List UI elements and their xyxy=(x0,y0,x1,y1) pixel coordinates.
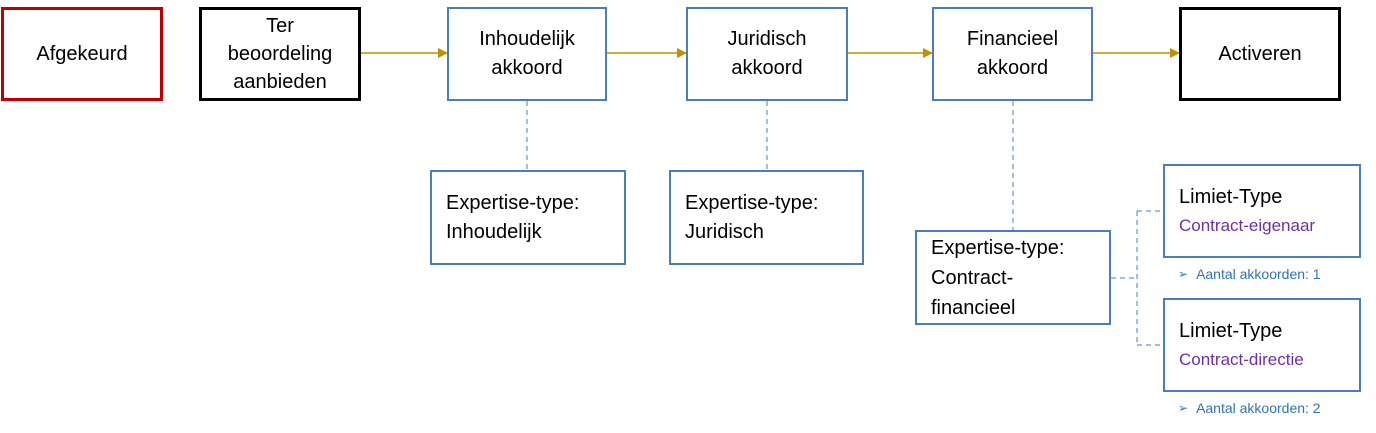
expertise-inhoudelijk-box: Expertise-type: Inhoudelijk xyxy=(430,170,626,265)
arrow-bullet-icon: ➢ xyxy=(1178,267,1189,281)
state-inhoudelijk-line-2: akkoord xyxy=(491,57,563,79)
limit-type-box-2: Limiet-Type Contract-directie xyxy=(1163,298,1361,392)
expertise-juridisch-box: Expertise-type: Juridisch xyxy=(669,170,864,265)
limit-type-1-title: Limiet-Type xyxy=(1179,185,1283,208)
limit-type-1-note: ➢ Aantal akkoorden: 1 xyxy=(1178,266,1321,282)
state-inhoudelijk-akkoord: Inhoudelijk akkoord xyxy=(447,7,607,101)
state-juridisch-line-1: Juridisch xyxy=(727,28,807,50)
limit-type-1-note-text: Aantal akkoorden: 1 xyxy=(1196,266,1321,282)
limit-type-2-title: Limiet-Type xyxy=(1179,319,1283,342)
limit-type-box-1: Limiet-Type Contract-eigenaar xyxy=(1163,164,1361,258)
limit-type-2-value: Contract-directie xyxy=(1179,349,1304,369)
state-financieel-line-2: akkoord xyxy=(976,57,1049,79)
expertise-inhoudelijk-line-1: Expertise-type: xyxy=(446,191,580,214)
state-ter-line-3: aanbieden xyxy=(233,71,327,93)
expertise-inhoudelijk-line-2: Inhoudelijk xyxy=(446,220,542,243)
state-activeren-label: Activeren xyxy=(1218,42,1302,65)
state-inhoudelijk-line-1: Inhoudelijk xyxy=(479,28,575,50)
state-afgekeurd-label: Afgekeurd xyxy=(36,42,128,65)
limit-type-1-value: Contract-eigenaar xyxy=(1179,215,1316,235)
arrow-bullet-icon: ➢ xyxy=(1178,401,1189,415)
state-financieel-line-1: Financieel xyxy=(966,28,1059,50)
expertise-financieel-box: Expertise-type: Contract- financieel xyxy=(915,230,1111,325)
state-financieel-akkoord: Financieel akkoord xyxy=(932,7,1093,101)
expertise-juridisch-line-2: Juridisch xyxy=(685,220,764,243)
state-ter-beoordeling-aanbieden: Ter beoordeling aanbieden xyxy=(199,7,361,101)
state-juridisch-akkoord: Juridisch akkoord xyxy=(686,7,848,101)
state-ter-line-2: beoordeling xyxy=(227,43,333,65)
expertise-juridisch-line-1: Expertise-type: xyxy=(685,191,819,214)
limit-type-2-note: ➢ Aantal akkoorden: 2 xyxy=(1178,400,1321,416)
expertise-financieel-line-3: financieel xyxy=(931,296,1016,319)
state-activeren: Activeren xyxy=(1179,7,1341,101)
expertise-financieel-line-1: Expertise-type: xyxy=(931,236,1065,259)
state-juridisch-line-2: akkoord xyxy=(731,57,803,79)
state-afgekeurd: Afgekeurd xyxy=(1,7,163,101)
limit-type-2-note-text: Aantal akkoorden: 2 xyxy=(1196,400,1321,416)
state-ter-line-1: Ter xyxy=(266,15,294,37)
expertise-financieel-line-2: Contract- xyxy=(931,266,1014,289)
